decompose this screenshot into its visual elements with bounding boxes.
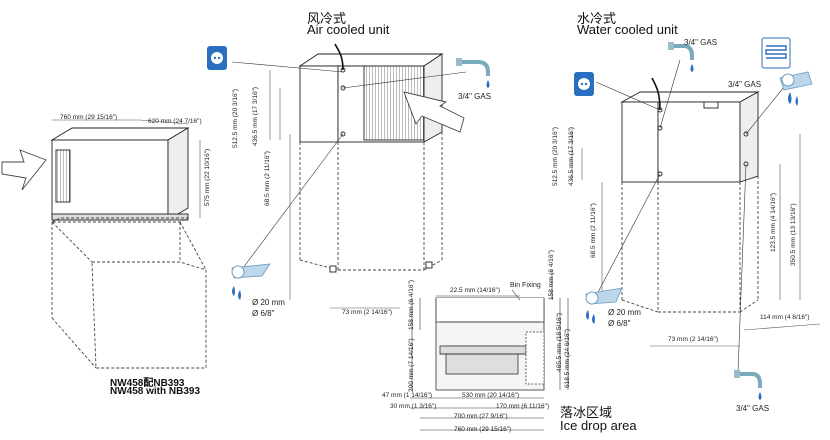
bin-fixing-label: Bin Fixing — [510, 282, 541, 289]
drop-b4: 760 mm (29 15/16") — [454, 426, 512, 433]
water-gas-label-right: 3/4" GAS — [728, 80, 762, 89]
drop-b2-left: 30 mm (1 3/16") — [390, 403, 437, 410]
water-gas-label-bottom: 3/4" GAS — [736, 404, 770, 413]
unit-with-bin-drawing — [1, 119, 207, 369]
water-cooled-title-cn: 水冷式 — [577, 11, 617, 26]
ice-drop-title-en: Ice drop area — [560, 418, 637, 433]
faucet-icon — [668, 42, 694, 72]
water-drop-icon — [779, 71, 813, 106]
air-gas-label: 3/4" GAS — [458, 92, 492, 101]
water-dim-depth: 73 mm (2 14/16") — [668, 336, 718, 343]
air-dim-total-h: 512.5 mm (20 3/16") — [232, 88, 239, 148]
arrow-icon — [1, 149, 47, 191]
drop-top-offset: 22.5 mm (14/16") — [450, 287, 500, 294]
drop-left-mid: 200 mm (7 14/16") — [408, 338, 415, 392]
drop-b2-mid: 170 mm (6 11/16") — [496, 403, 550, 410]
bin-dim-width: 760 mm (29 15/16") — [60, 114, 118, 121]
air-drain-mm: Ø 20 mm — [252, 298, 285, 307]
water-cooled-drawing — [571, 59, 821, 373]
radiator-icon — [761, 37, 791, 69]
arrow-icon — [403, 91, 465, 133]
air-cooled-title-cn: 风冷式 — [307, 11, 347, 26]
air-cooled-title-en: Air cooled unit — [307, 22, 390, 37]
air-dim-drain-h: 68.5 mm (2 11/16") — [264, 151, 271, 206]
drop-right-mid2: 618.5 mm (24 6/16") — [564, 328, 571, 388]
power-outlet-icon — [574, 72, 594, 96]
water-drop-icon — [231, 263, 271, 300]
water-dim-total-h: 512.5 mm (20 3/16") — [552, 126, 559, 186]
drop-b1-mid: 530 mm (20 14/16") — [462, 392, 520, 399]
bin-caption-en: NW458 with NB393 — [110, 386, 201, 397]
air-cooled-drawing — [231, 43, 467, 309]
air-drain-in: Ø 6/8" — [252, 309, 275, 318]
water-gas-label-top: 3/4" GAS — [684, 38, 718, 47]
water-drain-mm: Ø 20 mm — [608, 308, 641, 317]
faucet-icon — [456, 58, 490, 88]
drop-right-top: 158 mm (6 4/16") — [548, 250, 555, 300]
water-dim-right: 114 mm (4 8/16") — [760, 314, 810, 321]
faucet-icon — [734, 370, 762, 400]
bin-dim-height: 575 mm (22 10/16") — [204, 148, 211, 206]
bin-caption-cn: NW458配NB393 — [110, 378, 185, 389]
drop-b3: 700 mm (27 9/16") — [454, 413, 508, 420]
drop-b1-left: 47 mm (1 14/16") — [382, 392, 432, 399]
water-drop-icon — [585, 287, 623, 324]
power-outlet-icon — [207, 46, 227, 70]
bin-dim-depth: 620 mm (24 7/16") — [148, 118, 202, 125]
drop-right-mid1: 465.5 mm (18 5/16") — [556, 312, 563, 372]
water-dim-water-out: 350.5 mm (13 13/16") — [790, 203, 797, 266]
water-cooled-title-en: Water cooled unit — [577, 22, 678, 37]
ice-drop-title-cn: 落冰区域 — [560, 405, 613, 420]
drop-left-top: 158 mm (6 4/16") — [408, 280, 415, 330]
air-dim-depth: 73 mm (2 14/16") — [342, 309, 392, 316]
water-dim-water-in: 123.5 mm (4 14/16") — [770, 192, 777, 252]
water-dim-drain-h: 68.5 mm (2 11/16") — [590, 203, 597, 258]
water-dim-unit-h: 436.5 mm (17 3/16") — [568, 126, 575, 186]
air-dim-unit-h: 436.5 mm (17 3/16") — [252, 86, 259, 146]
ice-drop-area-drawing — [410, 270, 569, 431]
water-drain-in: Ø 6/8" — [608, 319, 631, 328]
